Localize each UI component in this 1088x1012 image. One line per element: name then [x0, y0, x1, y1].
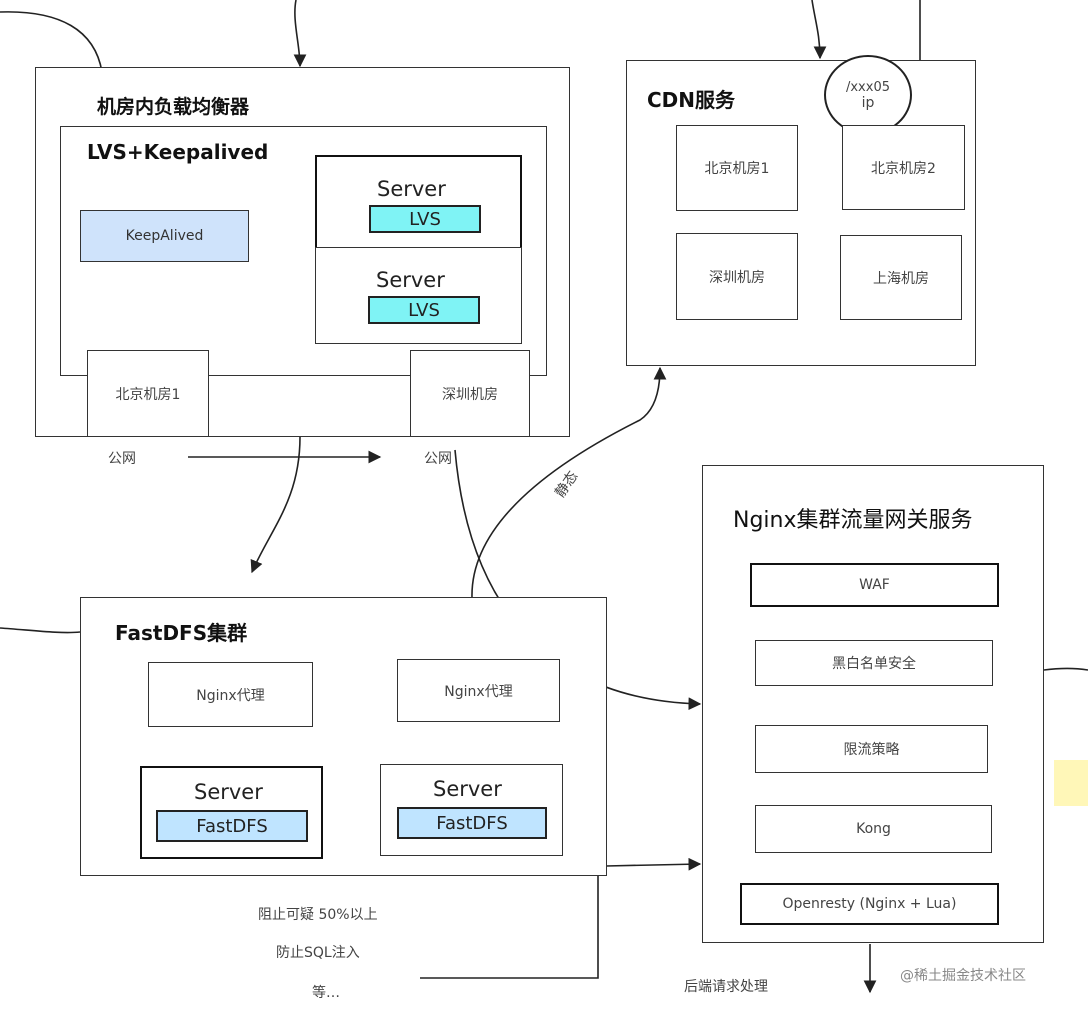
cdn-room-label: 上海机房	[873, 270, 929, 287]
room-shenzhen-label: 深圳机房	[442, 386, 498, 403]
proxy-label: Nginx代理	[444, 683, 513, 700]
offscreen-note	[1054, 760, 1088, 806]
cdn-room: 深圳机房	[676, 233, 798, 320]
lvs-server-1: Server LVS	[315, 155, 522, 249]
outgoing-line-right	[1043, 667, 1088, 671]
nginx-item-label: Kong	[856, 821, 891, 837]
fastdfs-proxy-1: Nginx代理	[148, 662, 313, 727]
nginx-item-kong: Kong	[755, 805, 992, 853]
fastdfs-server-2: Server FastDFS	[380, 764, 563, 856]
incoming-line-fastdfs	[0, 627, 81, 634]
watermark: @稀土掘金技术社区	[900, 968, 1026, 984]
cdn-room-label: 北京机房1	[704, 161, 770, 177]
arrow-top-into-lb	[293, 0, 307, 68]
cdn-room: 北京机房1	[676, 125, 798, 211]
lvs-title: LVS+Keepalived	[87, 140, 269, 164]
server-name: Server	[376, 268, 445, 292]
nginx-item-waf: WAF	[750, 563, 999, 607]
lb-title: 机房内负载均衡器	[97, 96, 250, 118]
keepalived-label: KeepAlived	[125, 228, 204, 244]
note-line-3: 等…	[312, 985, 340, 1001]
incoming-curve-topleft	[0, 11, 103, 73]
nginx-item-label: 限流策略	[843, 742, 900, 758]
nginx-item-ratelimit: 限流策略	[755, 725, 988, 773]
keepalived-node: KeepAlived	[80, 210, 249, 262]
arrow-lb-fastdfs	[250, 436, 301, 574]
lvs-server-2: Server LVS	[315, 247, 522, 344]
fastdfs-tag: FastDFS	[156, 810, 308, 842]
note-line-2: 防止SQL注入	[276, 945, 360, 961]
arrow-top-into-cdn	[811, 0, 827, 60]
public-net-left: 公网	[108, 451, 136, 467]
nginx-item-label: WAF	[859, 577, 890, 593]
fastdfs-tag: FastDFS	[397, 807, 547, 839]
cdn-ip-circle: /xxx05 ip	[824, 55, 912, 135]
note-bottom: 后端请求处理	[684, 979, 768, 995]
cdn-title: CDN服务	[647, 88, 736, 112]
cdn-room: 北京机房2	[842, 125, 965, 210]
nginx-gateway-box	[702, 465, 1044, 943]
lvs-tag: LVS	[369, 205, 481, 233]
server-name: Server	[433, 777, 502, 801]
nginx-item-label: Openresty (Nginx + Lua)	[782, 896, 957, 912]
fastdfs-title: FastDFS集群	[115, 621, 248, 645]
lvs-tag: LVS	[368, 296, 480, 324]
nginx-title: Nginx集群流量网关服务	[733, 508, 973, 533]
public-net-right: 公网	[424, 451, 452, 467]
server-name: Server	[194, 780, 263, 804]
fastdfs-tag-label: FastDFS	[196, 815, 268, 837]
fastdfs-server-1: Server FastDFS	[140, 766, 323, 859]
arrow-fastdfs-cdn	[471, 366, 667, 599]
fastdfs-proxy-2: Nginx代理	[397, 659, 560, 722]
room-shenzhen: 深圳机房	[410, 350, 530, 437]
notes-bracket	[420, 870, 599, 979]
room-beijing-label: 北京机房1	[115, 386, 181, 403]
note-line-1: 阻止可疑 50%以上	[258, 907, 378, 923]
cdn-room-label: 深圳机房	[709, 269, 765, 286]
cdn-room: 上海机房	[840, 235, 962, 320]
fastdfs-tag-label: FastDFS	[436, 812, 508, 834]
nginx-item-label: 黑白名单安全	[832, 656, 916, 672]
lvs-tag-label: LVS	[408, 299, 440, 321]
lvs-tag-label: LVS	[409, 208, 441, 230]
cdn-room-label: 北京机房2	[871, 160, 936, 177]
cdn-ip-line2: ip	[861, 94, 875, 111]
cdn-ip-line1: /xxx05	[845, 79, 890, 95]
proxy-label: Nginx代理	[196, 687, 265, 704]
server-name: Server	[377, 177, 446, 201]
arrow-fastdfs-nginx	[605, 857, 702, 871]
nginx-item-openresty: Openresty (Nginx + Lua)	[740, 883, 999, 925]
room-beijing: 北京机房1	[87, 350, 209, 437]
nginx-item-whitelist: 黑白名单安全	[755, 640, 993, 686]
